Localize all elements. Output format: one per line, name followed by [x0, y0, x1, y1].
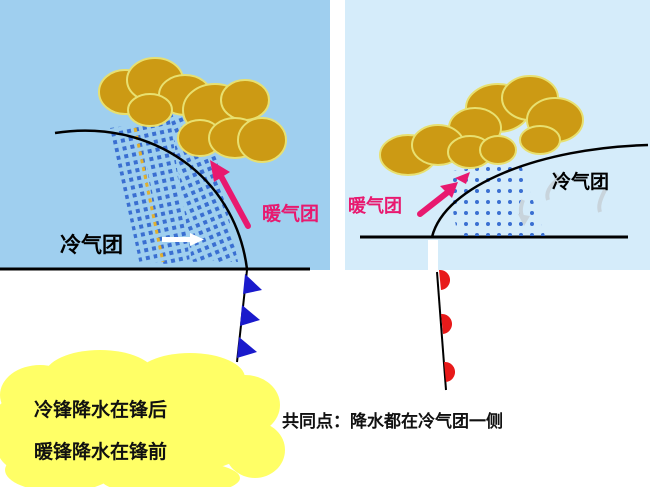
cold-front-symbol — [236, 269, 262, 363]
right-warm-air-label: 暖气团 — [348, 195, 402, 217]
caption-cloud — [0, 350, 285, 487]
left-cold-air-label: 冷气团 — [60, 233, 123, 257]
cold-front-surface — [54, 129, 249, 270]
warm-front-surface — [430, 143, 649, 238]
warm-front-symbol — [436, 269, 456, 391]
warm-front-panel: 冷气团 暖气团 — [345, 0, 650, 391]
right-front-gap — [428, 240, 438, 270]
right-warm-air-arrow — [417, 172, 470, 217]
left-warm-air-label: 暖气团 — [262, 202, 319, 225]
right-cold-air-arrows — [518, 172, 607, 226]
warm-front-caption: 暖锋降水在锋前 — [34, 441, 168, 463]
cold-front-panel: 冷气团 暖气团 — [0, 0, 330, 363]
right-cloud — [379, 75, 584, 176]
left-cloud — [98, 57, 287, 163]
left-cold-air-arrow — [162, 233, 204, 246]
right-cold-air-label: 冷气团 — [552, 170, 609, 193]
cold-front-caption: 冷锋降水在锋后 — [34, 399, 168, 421]
common-point-caption: 共同点：降水都在冷气团一侧 — [282, 412, 503, 432]
left-warm-air-arrow — [210, 160, 251, 229]
